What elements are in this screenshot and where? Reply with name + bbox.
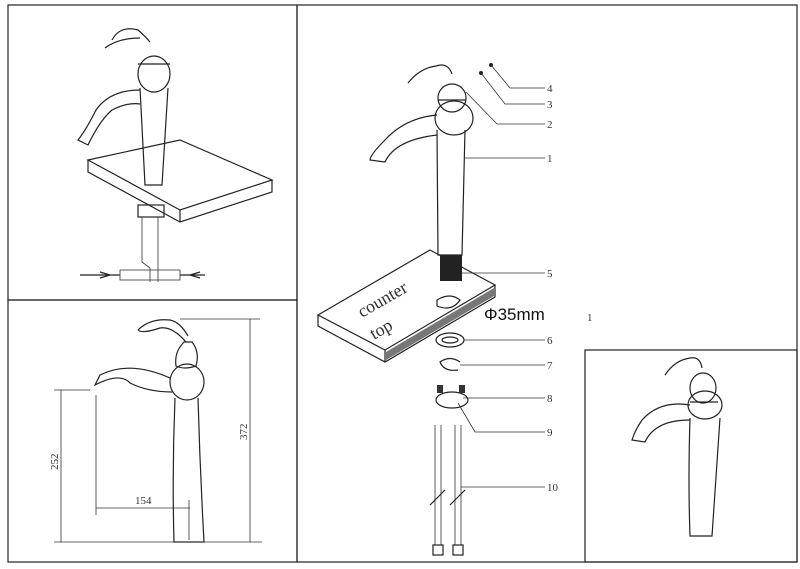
faucet-perspective-view	[631, 357, 723, 537]
part-label: 2	[547, 119, 553, 131]
countertop-label-1: counter	[354, 277, 411, 321]
dimension-drawing: 154 252 372	[49, 318, 262, 543]
dim-spout-height: 252	[49, 454, 61, 471]
installed-faucet-view	[77, 28, 274, 282]
part-labels: 1 2 3 4 5 6 7 8 9 10	[547, 83, 559, 494]
part-label: 1	[547, 153, 553, 165]
part-label: 4	[547, 83, 553, 95]
panel-frames	[7, 4, 798, 563]
countertop-label-2: top	[366, 315, 396, 344]
part-label: 8	[547, 393, 553, 405]
stray-mark: 1	[587, 312, 593, 324]
part-label: 5	[547, 268, 553, 280]
part-label: 6	[547, 335, 553, 347]
part-label: 10	[547, 482, 559, 494]
dim-total-height: 372	[238, 424, 250, 441]
dim-spout-reach: 154	[135, 495, 152, 507]
part-label: 3	[547, 99, 553, 111]
part-label: 9	[547, 427, 553, 439]
part-label: 7	[547, 360, 553, 372]
hole-diameter: Φ35mm	[484, 305, 545, 324]
